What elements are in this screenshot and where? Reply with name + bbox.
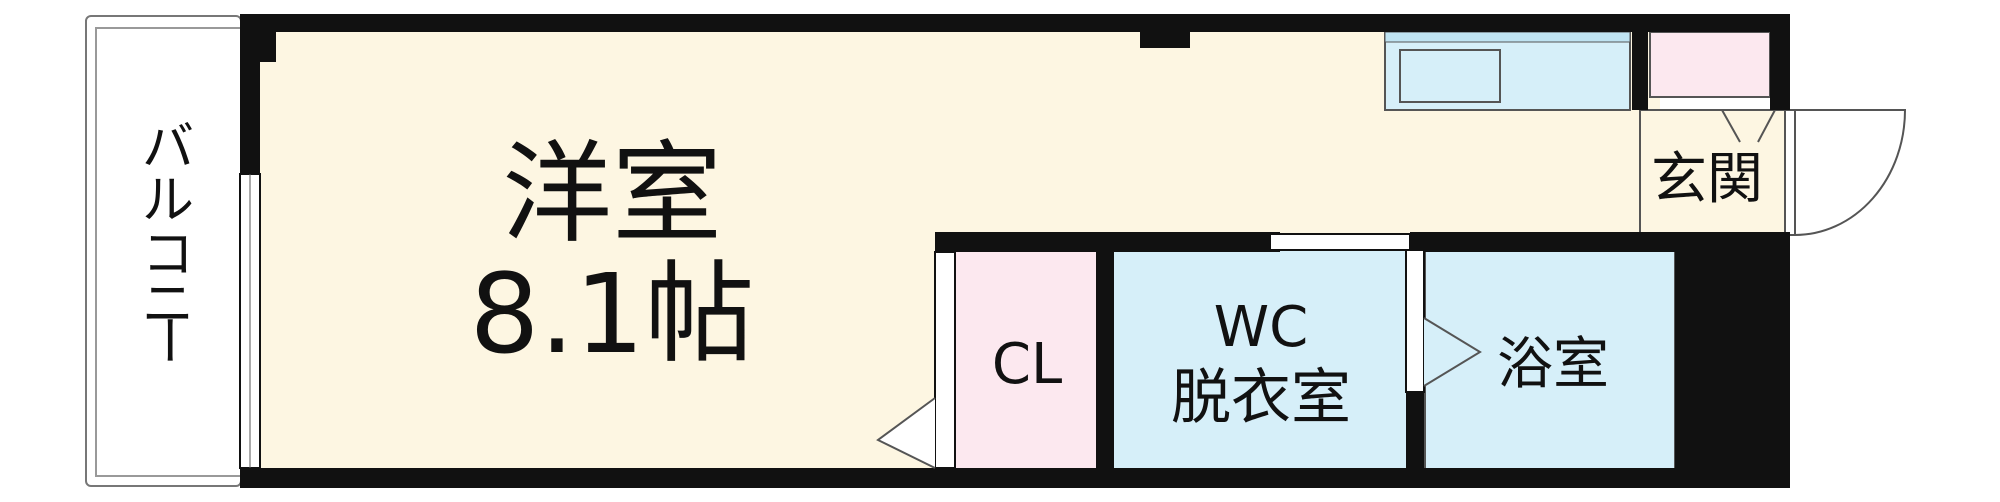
closet-label: CL <box>992 332 1062 397</box>
wc-dressing-floor <box>1111 249 1411 471</box>
balcony-label-char-1: バ <box>142 118 194 178</box>
wall-top-right <box>1770 14 1790 110</box>
entrance-door-swing-a <box>1721 109 1741 143</box>
kitchen-sink <box>1399 49 1501 103</box>
entrance-door-swing-b <box>1757 109 1776 143</box>
wall-bottom <box>240 468 1788 488</box>
entrance-label: 玄関 <box>1651 147 1763 212</box>
dressing-room-label: 脱衣室 <box>1171 363 1351 433</box>
bath-door-swing <box>1423 317 1482 387</box>
entry-door-arc <box>1794 109 1907 236</box>
entry-door-frame <box>1784 109 1796 236</box>
wall-column-top <box>1140 14 1190 48</box>
wall-wc-bath-lower <box>1406 392 1424 470</box>
balcony-label-char-3: コ <box>142 225 194 285</box>
closet-door-frame <box>934 251 956 469</box>
wc-label: WC <box>1214 295 1308 360</box>
shoe-cabinet <box>1649 31 1771 98</box>
balcony-label-char-2: ル <box>142 171 194 231</box>
wall-closet-wc <box>1096 250 1114 470</box>
walls <box>240 14 1790 488</box>
balcony: バ ル コ ニ ー <box>85 15 243 487</box>
entry-door <box>1784 109 1907 236</box>
wall-kitchen-end <box>1632 32 1648 110</box>
bathroom-label: 浴室 <box>1497 332 1609 397</box>
western-room-name: 洋室 <box>502 130 722 258</box>
wc-window <box>1269 233 1411 251</box>
western-room-size: 8.1帖 <box>470 250 755 378</box>
balcony-label-char-4: ニ <box>142 275 194 335</box>
wall-interior-horizontal <box>935 232 1280 252</box>
wall-top <box>240 14 1790 32</box>
kitchen-counter-top <box>1384 31 1631 43</box>
wall-bath-right <box>1675 232 1790 488</box>
closet-door-swing <box>876 397 936 469</box>
balcony-label-char-5: ー <box>137 314 197 366</box>
kitchen <box>1384 31 1631 111</box>
wall-left <box>240 14 260 174</box>
bath-door-frame <box>1405 249 1425 393</box>
